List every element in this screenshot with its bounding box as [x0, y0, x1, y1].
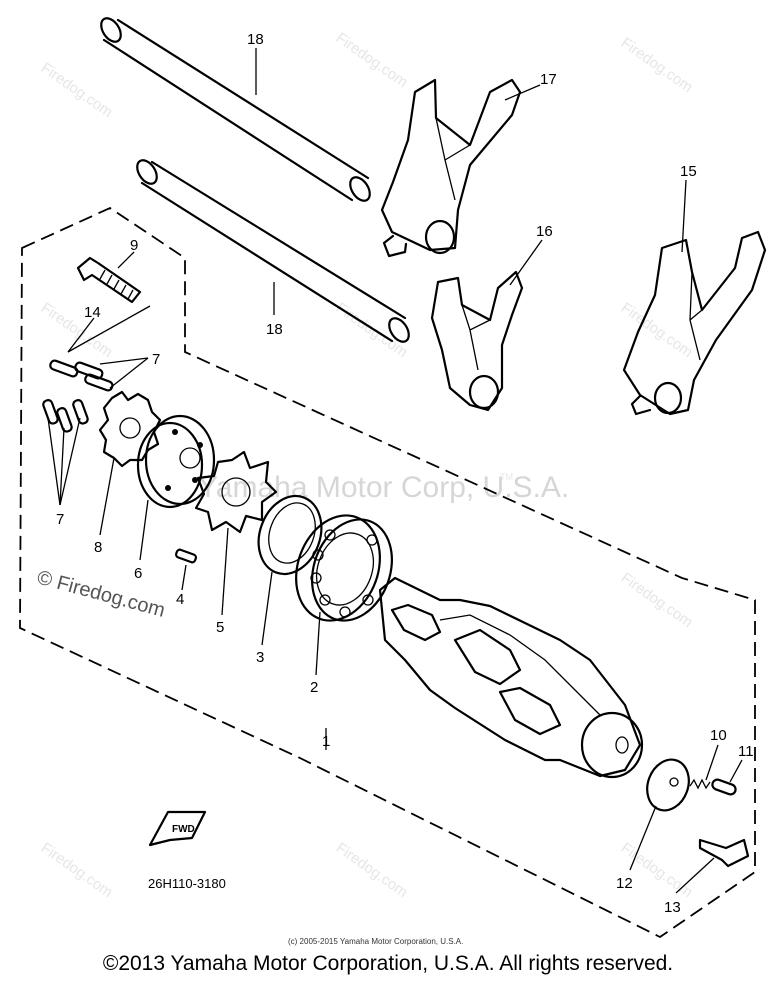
watermark-tile: Firedog.com [38, 59, 116, 121]
screw-9 [76, 256, 142, 304]
copyright-footer: ©2013 Yamaha Motor Corporation, U.S.A. A… [102, 952, 674, 975]
callout-4: 4 [176, 591, 184, 608]
spring-10 [689, 778, 711, 790]
callout-10: 10 [710, 727, 727, 744]
callout-9: 9 [130, 237, 138, 254]
parts-diagram: Firedog.com Firedog.com Firedog.com Fire… [19, 17, 767, 946]
pin-plate-8 [98, 390, 162, 468]
watermark-tile: Firedog.com [38, 839, 116, 901]
callout-2: 2 [310, 679, 318, 696]
pin-11 [711, 778, 737, 796]
callout-17: 17 [540, 71, 557, 88]
shift-fork-17 [380, 78, 522, 258]
segment-6 [136, 414, 216, 509]
callout-16: 16 [536, 223, 553, 240]
shift-cam-1 [378, 576, 644, 779]
fwd-arrow: FWD [148, 810, 207, 847]
callout-18: 18 [247, 31, 264, 48]
watermark-tile: Firedog.com [333, 299, 411, 361]
watermark-tile: Firedog.com [38, 299, 116, 361]
shift-fork-16 [430, 270, 524, 412]
screw-13 [698, 838, 750, 868]
washer-3 [257, 494, 323, 576]
fwd-label: FWD [172, 824, 195, 835]
dowel-pin-4 [174, 548, 198, 564]
washer-12 [646, 758, 690, 812]
watermark-center: Yamaha Motor Corp, U.S.A. [198, 471, 569, 504]
callout-11: 11 [738, 743, 754, 760]
callout-1: 1 [322, 733, 330, 750]
watermark-tile: Firedog.com [333, 29, 411, 91]
leader-lines [47, 48, 743, 894]
pins-7-lower [42, 399, 89, 433]
callout-15: 15 [680, 163, 697, 180]
callout-6: 6 [134, 565, 142, 582]
callouts: 18 17 15 16 9 18 14 7 7 8 6 4 5 3 2 1 10… [56, 31, 754, 916]
shift-fork-shaft-lower [136, 159, 410, 343]
shift-fork-15 [622, 230, 767, 416]
watermark-trademark: TM [500, 472, 513, 482]
watermark-tile: Firedog.com [618, 299, 696, 361]
callout-8: 8 [94, 539, 102, 556]
callout-7-lower: 7 [56, 511, 64, 528]
watermark-corner: © Firedog.com [35, 567, 168, 622]
small-copyright: (c) 2005-2015 Yamaha Motor Corporation, … [288, 937, 463, 946]
watermark-layer: Firedog.com Firedog.com Firedog.com Fire… [35, 29, 696, 901]
callout-3: 3 [256, 649, 264, 666]
callout-5: 5 [216, 619, 224, 636]
stopper-plate-5 [194, 450, 278, 534]
pins-7-upper [49, 359, 114, 392]
watermark-tile: Firedog.com [333, 839, 411, 901]
assembly-outline [19, 206, 756, 939]
watermark-tile: Firedog.com [618, 34, 696, 96]
part-code: 26H110-3180 [148, 876, 226, 891]
callout-13: 13 [664, 899, 681, 916]
callout-18-lower: 18 [266, 321, 283, 338]
callout-12: 12 [616, 875, 633, 892]
callout-14: 14 [84, 304, 101, 321]
shift-fork-shaft-upper [100, 17, 371, 202]
callout-7-upper: 7 [152, 351, 160, 368]
